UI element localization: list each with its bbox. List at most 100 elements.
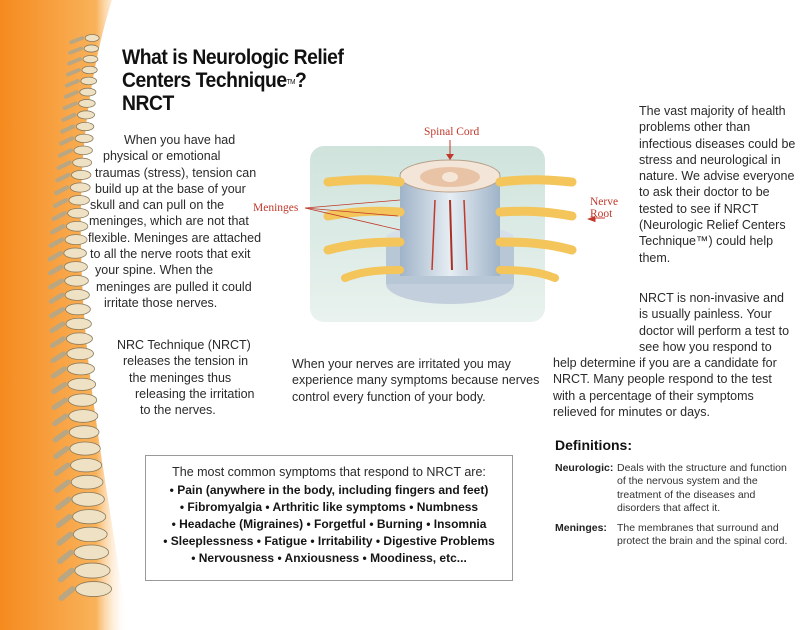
spinous-process	[60, 124, 76, 134]
spinous-process	[62, 101, 78, 111]
vertebra	[69, 182, 91, 193]
vertebra	[64, 289, 90, 301]
spinal-cord-drawing	[304, 140, 605, 322]
intro-line: flexible. Meninges are attached	[88, 230, 262, 245]
intro-line: traumas (stress), tension can	[95, 165, 257, 180]
nrct-line: NRC Technique (NRCT)	[117, 338, 251, 352]
intro-line: to all the nerve roots that exit	[90, 247, 251, 262]
symptoms-box: The most common symptoms that respond to…	[145, 455, 513, 581]
trademark-mark: TM	[286, 79, 296, 86]
right-line: help determine if you are a candidate fo…	[553, 356, 777, 371]
spinous-process	[51, 381, 68, 395]
spinous-process	[52, 198, 69, 209]
spinous-process	[48, 278, 65, 290]
right-paragraph-2: NRCT is non-invasive and is usually pain…	[553, 290, 793, 420]
vertebra	[75, 581, 112, 597]
symptoms-intro: The most common symptoms that respond to…	[172, 465, 486, 479]
definitions-heading: Definitions:	[555, 437, 632, 453]
label-spinal-cord: Spinal Cord	[424, 126, 480, 138]
nerves-paragraph: When your nerves are irritated you may e…	[292, 356, 539, 405]
right-line: problems other than	[639, 120, 751, 135]
spinous-process	[51, 210, 67, 222]
nrct-line: releases the tension in	[123, 354, 249, 369]
spinous-process	[47, 264, 64, 276]
spinous-process	[69, 36, 85, 45]
vertebra	[68, 409, 99, 423]
symptoms-line: • Nervousness • Anxiousness • Moodiness,…	[191, 551, 467, 565]
vertebra	[71, 491, 105, 507]
vertebra	[68, 425, 100, 440]
spinous-process	[47, 250, 64, 262]
spinous-process	[67, 57, 82, 66]
right-line: is usually painless. Your	[639, 307, 772, 322]
vertebra	[71, 170, 92, 180]
spinous-process	[50, 351, 67, 364]
vertebra	[65, 303, 91, 316]
right-line: stress and neurological in	[639, 152, 781, 167]
spinous-process	[55, 172, 71, 183]
vertebra	[84, 34, 100, 42]
spinous-process	[54, 185, 70, 196]
right-line: relieved for minutes or days.	[553, 405, 711, 420]
vertebra	[72, 509, 107, 525]
definition-term: Neurologic:	[555, 462, 614, 474]
vertebra	[78, 99, 96, 108]
vertebra	[67, 393, 98, 407]
vertebra	[83, 44, 99, 53]
nerves-line: When your nerves are irritated you may	[292, 357, 511, 371]
vertebra	[63, 247, 87, 259]
right-line: see how you respond to	[639, 339, 772, 354]
vertebra	[77, 110, 95, 120]
intro-line: When you have had	[124, 133, 236, 147]
title-line-3: NRCT	[122, 92, 174, 115]
right-line: NRCT is non-invasive and	[639, 291, 784, 305]
right-line: Technique™) could help	[639, 234, 774, 249]
nrct-line: the meninges thus	[129, 370, 232, 385]
vertebra	[72, 526, 108, 543]
right-line: (Neurologic Relief Centers	[639, 218, 786, 233]
spinous-process	[48, 237, 65, 248]
right-line: them.	[639, 250, 671, 265]
intro-line: physical or emotional	[103, 149, 221, 164]
spinous-process	[50, 366, 67, 379]
spinous-process	[68, 46, 84, 55]
right-line: nature. We advise everyone	[639, 169, 795, 184]
vertebra	[68, 195, 90, 206]
nerves-line: experience many symptoms because nerves	[292, 373, 540, 388]
definition-text: Deals with the structure and function of…	[617, 462, 787, 514]
definition-term: Meninges:	[555, 522, 607, 534]
intro-line: meninges, which are not that	[89, 214, 249, 229]
label-root: Root	[590, 208, 613, 220]
spinous-process	[61, 112, 77, 122]
nrct-line: releasing the irritation	[135, 386, 255, 401]
intro-line: build up at the base of your	[95, 181, 246, 196]
right-line: tested to see if NRCT	[639, 201, 759, 216]
intro-line: meninges are pulled it could	[96, 279, 252, 294]
vertebra	[74, 133, 94, 144]
vertebra	[63, 261, 88, 273]
spinous-process	[48, 292, 65, 304]
right-line: with a percentage of their symptoms	[553, 388, 754, 403]
vertebra	[74, 562, 111, 579]
vertebra	[66, 332, 93, 345]
intro-line: irritate those nerves.	[104, 295, 218, 310]
symptoms-line: • Headache (Migraines) • Forgetful • Bur…	[171, 517, 487, 531]
vertebra	[65, 220, 89, 232]
vertebra	[64, 234, 88, 246]
right-line: infectious diseases could be	[639, 136, 796, 151]
vertebra	[73, 145, 93, 156]
spine-illustration	[47, 34, 112, 601]
spinous-process	[51, 397, 68, 411]
vertebra	[66, 347, 94, 360]
symptoms-line: • Fibromyalgia • Arthritic like symptoms…	[179, 500, 479, 514]
vertebra	[65, 317, 92, 330]
vertebra	[67, 377, 97, 391]
right-line: to ask their doctor to be	[639, 185, 770, 200]
nrct-paragraph: NRC Technique (NRCT) releases the tensio…	[0, 337, 260, 418]
vertebra	[80, 76, 97, 86]
spinous-process	[52, 413, 69, 427]
symptoms-line: • Sleeplessness • Fatigue • Irritability…	[163, 534, 495, 548]
spinous-process	[53, 462, 71, 476]
spinal-cord-diagram: Spinal Cord Meninges Nerve Root	[250, 120, 620, 340]
